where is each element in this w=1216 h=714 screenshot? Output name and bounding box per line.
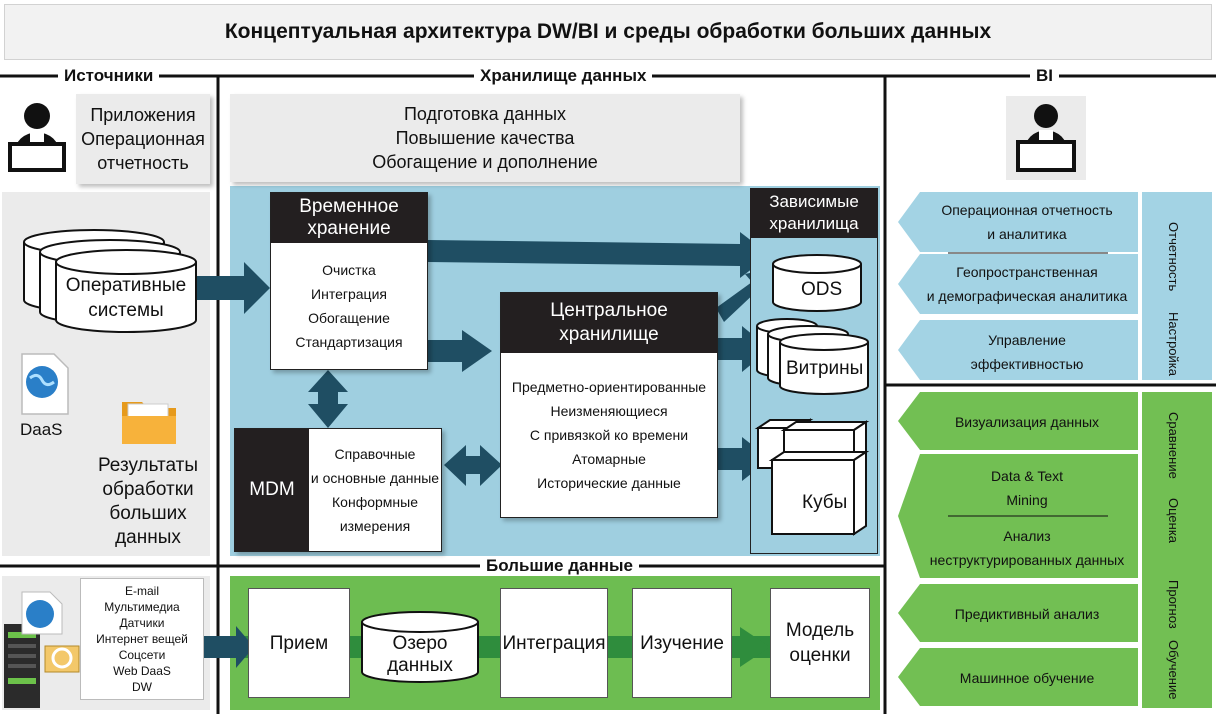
cubes-label: Кубы <box>802 492 848 513</box>
marts-cylinders <box>756 318 869 395</box>
globe-icon <box>21 591 63 635</box>
bi-item-visualization: Визуализация данных <box>954 414 1100 430</box>
side-label-learning: Обучение <box>1166 640 1181 700</box>
section-label-bi: BI <box>1030 66 1059 86</box>
side-label-comparison: Сравнение <box>1166 412 1181 479</box>
section-label-bigdata: Большие данные <box>480 556 639 576</box>
bi-blue-shapes <box>898 192 1138 380</box>
intake-box: Прием <box>248 588 350 698</box>
data-lake-cylinder <box>361 611 479 683</box>
bi-green-side-panel <box>1142 392 1212 708</box>
mdm-label: MDM <box>235 429 309 551</box>
side-label-reporting: Отчетность <box>1166 222 1181 292</box>
side-label-evaluation: Оценка <box>1166 498 1181 544</box>
side-label-tuning: Настройка <box>1166 312 1181 376</box>
bi-item-predictive-analysis: Предиктивный анализ <box>954 606 1100 622</box>
section-label-sources: Источники <box>58 66 160 86</box>
study-box: Изучение <box>632 588 732 698</box>
user-at-laptop-icon <box>8 103 66 172</box>
ods-cylinder <box>772 254 862 312</box>
user-at-laptop-icon <box>1006 96 1086 180</box>
database-stack-icon <box>23 229 197 333</box>
email-icon <box>44 645 80 673</box>
bi-blue-side-panel <box>1142 192 1212 380</box>
cubes-icon <box>754 418 870 536</box>
bi-item-machine-learning: Машинное обучение <box>959 670 1095 686</box>
section-label-warehouse: Хранилище данных <box>474 66 653 86</box>
side-label-forecast: Прогноз <box>1166 580 1181 629</box>
integration-box: Интеграция <box>500 588 608 698</box>
marts-label: Витрины <box>786 358 864 379</box>
bi-green-shapes <box>898 392 1138 706</box>
page-title: Концептуальная архитектура DW/BI и среды… <box>4 4 1212 60</box>
daas-label: DaaS <box>20 420 63 439</box>
globe-document-icon <box>21 353 69 415</box>
ods-label: ODS <box>801 279 843 300</box>
folder-icon <box>122 402 176 444</box>
server-icon <box>4 624 40 708</box>
